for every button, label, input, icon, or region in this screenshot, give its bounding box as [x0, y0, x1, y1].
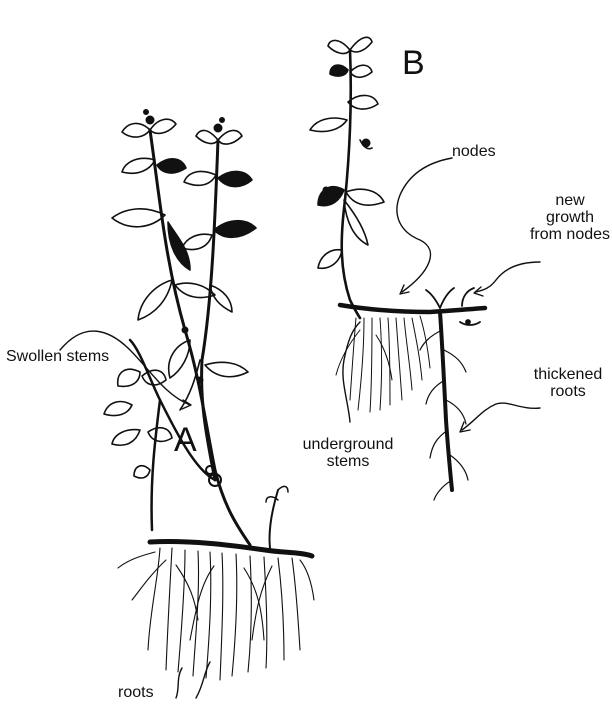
new-growth-label: new growth from nodes [528, 193, 612, 243]
new-growth-line-1: new [528, 193, 612, 210]
plant-a-rhizome [150, 542, 312, 556]
plant-b-roots [336, 316, 430, 412]
new-growth-line-3: from nodes [528, 227, 612, 244]
plant-a-stem-right [202, 140, 218, 480]
plant-b [310, 37, 485, 500]
underground-stems-line-2: stems [296, 454, 400, 471]
plant-a-branch-base [152, 400, 160, 530]
leader-thickened-roots [462, 403, 540, 430]
underground-stems-line-1: underground [296, 437, 400, 454]
plant-b-thickened-roots [420, 312, 468, 500]
plant-a-roots [118, 548, 314, 680]
leader-new-growth [476, 262, 540, 292]
plant-b-rhizome [340, 305, 485, 312]
plant-b-new-growth [426, 288, 480, 325]
leader-nodes [397, 158, 452, 292]
plant-b-label: B [402, 46, 425, 82]
plant-a-stem-left [150, 130, 250, 545]
leader-roots [176, 668, 182, 698]
plant-a [104, 110, 314, 681]
plant-b-stem [342, 50, 360, 318]
plant-b-leaves [310, 37, 384, 268]
leader-swollen-stems [60, 331, 190, 405]
leader-lines [60, 158, 540, 698]
underground-stems-label: underground stems [296, 437, 400, 471]
thickened-roots-label: thickened roots [528, 367, 608, 401]
new-growth-line-2: growth [528, 210, 612, 227]
nodes-label: nodes [452, 144, 496, 161]
roots-label: roots [118, 685, 154, 702]
plant-a-label: A [174, 423, 197, 459]
swollen-stems-label: Swollen stems [6, 349, 109, 366]
thickened-roots-line-1: thickened [528, 367, 608, 384]
thickened-roots-line-2: roots [528, 384, 608, 401]
